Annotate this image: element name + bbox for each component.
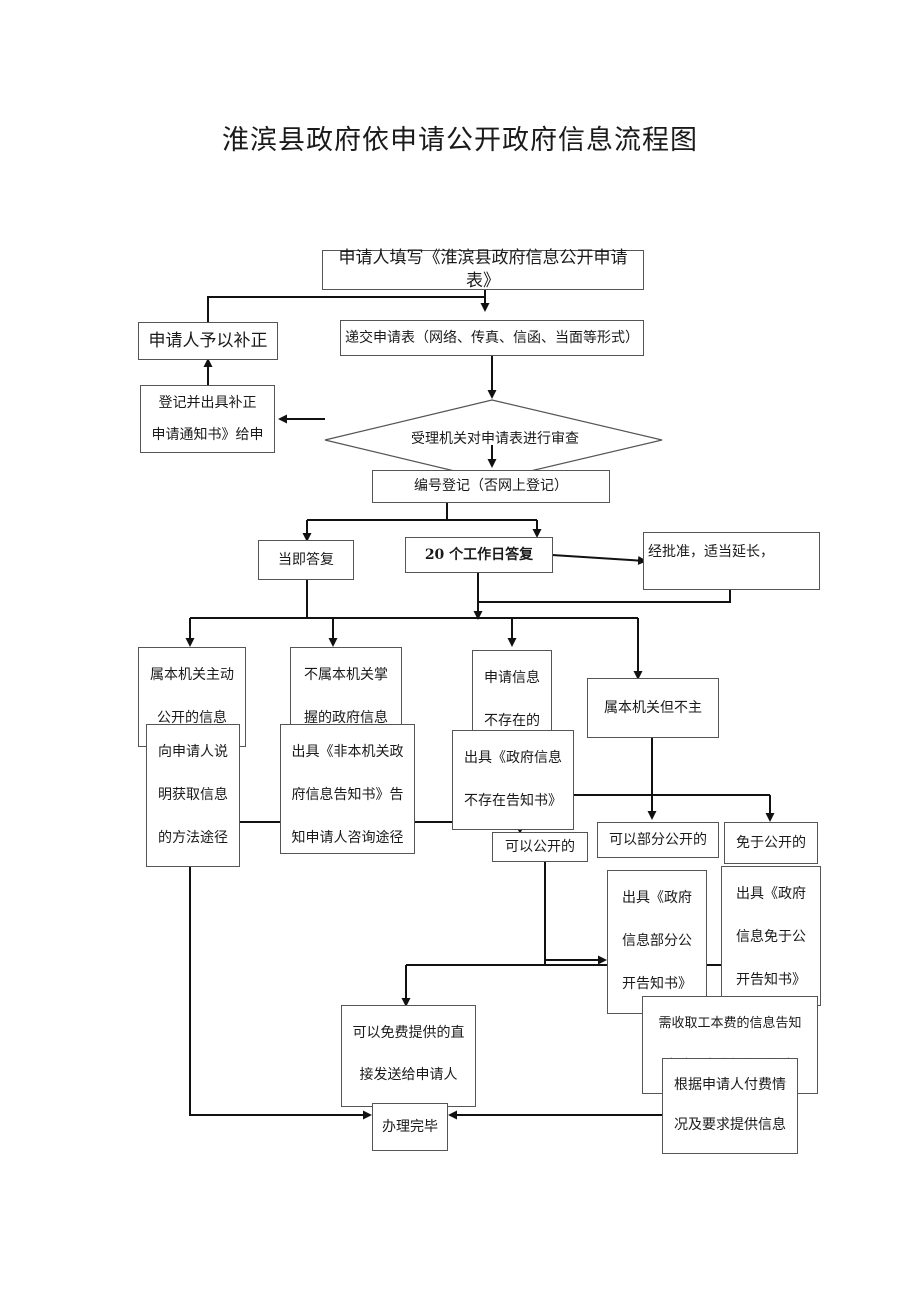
review-label: 受理机关对申请表进行审查 xyxy=(411,431,579,447)
free-provide-box: 可以免费提供的直 接发送给申请人 xyxy=(341,1005,476,1107)
page-title: 淮滨县政府依申请公开政府信息流程图 xyxy=(222,125,698,156)
partial-public-box: 可以部分公开的 xyxy=(597,822,719,858)
register-notice-box: 登记并出具补正 申请通知书》给申 xyxy=(140,385,275,453)
immediate-reply-box: 当即答复 xyxy=(258,540,354,580)
own-not-public-box: 属本机关但不主 xyxy=(587,678,719,738)
fill-form-box: 申请人填写《淮滨县政府信息公开申请表》 xyxy=(322,248,644,291)
done-box: 办理完毕 xyxy=(372,1103,448,1151)
can-public-box: 可以公开的 xyxy=(492,832,588,862)
submit-box: 递交申请表（网络、传真、信函、当面等形式） xyxy=(340,320,644,356)
supplement-box: 申请人予以补正 xyxy=(138,322,278,360)
not-exist-notice-box: 出具《政府信息 不存在告知书》 xyxy=(452,730,574,830)
extension-box: 经批准，适当延长， xyxy=(643,532,820,590)
not-exist-box: 申请信息 不存在的 xyxy=(472,650,552,732)
not-own-notice-box: 出具《非本机关政 府信息告知书》告 知申请人咨询途径 xyxy=(280,724,415,854)
twenty-days-box: 20 个工作日答复 xyxy=(405,537,553,573)
not-own-box: 不属本机关掌 握的政府信息 xyxy=(290,647,402,727)
exempt-notice-box: 出具《政府 信息免于公 开告知书》 xyxy=(721,866,821,1006)
registration-box: 编号登记（否网上登记） xyxy=(372,470,610,503)
partial-notice-box: 出具《政府 信息部分公 开告知书》 xyxy=(607,870,707,1014)
explain-method-box: 向申请人说 明获取信息 的方法途径 xyxy=(146,724,240,867)
pay-provide-box: 根据申请人付费情 况及要求提供信息 xyxy=(662,1058,798,1154)
exempt-box: 免于公开的 xyxy=(724,822,818,864)
